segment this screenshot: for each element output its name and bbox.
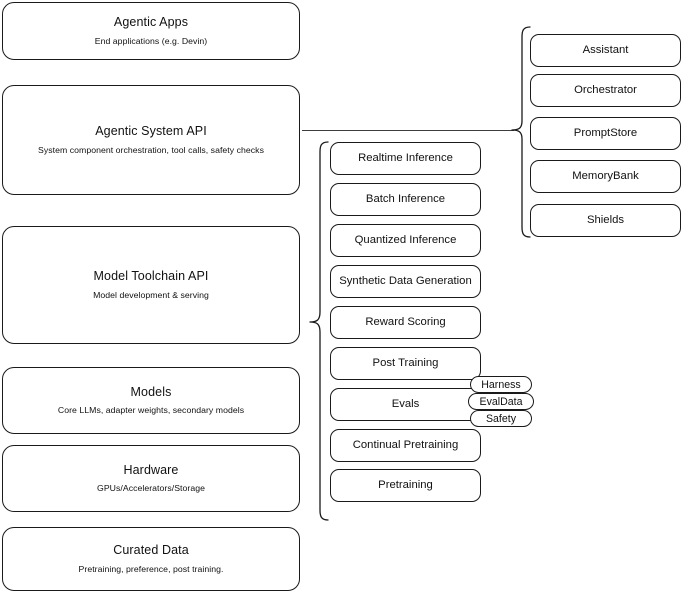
brace-agentic-system	[509, 25, 533, 239]
layer-title: Models	[130, 384, 172, 399]
chip-promptstore[interactable]: PromptStore	[530, 117, 681, 150]
layer-subtitle: Model development & serving	[93, 289, 209, 300]
chip-label: Assistant	[582, 44, 629, 57]
chip-memorybank[interactable]: MemoryBank	[530, 160, 681, 193]
chip-label: Reward Scoring	[365, 316, 446, 329]
badge-label: Safety	[485, 412, 517, 425]
brace-model-toolchain	[307, 140, 331, 522]
chip-orchestrator[interactable]: Orchestrator	[530, 74, 681, 107]
chip-quantized-inference[interactable]: Quantized Inference	[330, 224, 481, 257]
badge-label: EvalData	[479, 395, 523, 408]
chip-label: Orchestrator	[574, 84, 637, 97]
chip-assistant[interactable]: Assistant	[530, 34, 681, 67]
chip-evals[interactable]: Evals	[330, 388, 481, 421]
chip-label: Pretraining	[378, 479, 433, 492]
layer-subtitle: GPUs/Accelerators/Storage	[97, 483, 205, 494]
layer-title: Curated Data	[113, 543, 189, 558]
layer-card-model-toolchain-api[interactable]: Model Toolchain API Model development & …	[2, 226, 300, 344]
layer-card-agentic-system-api[interactable]: Agentic System API System component orch…	[2, 85, 300, 195]
badge-evaldata[interactable]: EvalData	[468, 393, 534, 410]
chip-shields[interactable]: Shields	[530, 204, 681, 237]
chip-label: Quantized Inference	[354, 234, 457, 247]
chip-label: Synthetic Data Generation	[339, 275, 472, 288]
chip-label: Continual Pretraining	[352, 439, 459, 452]
chip-continual-pretraining[interactable]: Continual Pretraining	[330, 429, 481, 462]
chip-label: Evals	[391, 398, 420, 411]
layer-subtitle: System component orchestration, tool cal…	[38, 144, 264, 155]
badge-label: Harness	[481, 378, 521, 391]
layer-card-models[interactable]: Models Core LLMs, adapter weights, secon…	[2, 367, 300, 434]
badge-harness[interactable]: Harness	[470, 376, 532, 393]
layer-subtitle: Core LLMs, adapter weights, secondary mo…	[57, 405, 245, 416]
badge-safety[interactable]: Safety	[470, 410, 532, 427]
chip-label: Post Training	[372, 357, 439, 370]
chip-label: Realtime Inference	[358, 152, 453, 165]
chip-label: Batch Inference	[365, 193, 446, 206]
layer-subtitle: Pretraining, preference, post training.	[78, 563, 224, 574]
chip-reward-scoring[interactable]: Reward Scoring	[330, 306, 481, 339]
layer-subtitle: End applications (e.g. Devin)	[94, 35, 208, 46]
connector-line-agentic-system-api	[302, 130, 514, 132]
chip-batch-inference[interactable]: Batch Inference	[330, 183, 481, 216]
layer-card-curated-data[interactable]: Curated Data Pretraining, preference, po…	[2, 527, 300, 591]
chip-synthetic-data-generation[interactable]: Synthetic Data Generation	[330, 265, 481, 298]
chip-pretraining[interactable]: Pretraining	[330, 469, 481, 502]
chip-label: MemoryBank	[572, 170, 639, 183]
layer-title: Agentic Apps	[113, 15, 189, 30]
chip-post-training[interactable]: Post Training	[330, 347, 481, 380]
chip-realtime-inference[interactable]: Realtime Inference	[330, 142, 481, 175]
layer-title: Model Toolchain API	[93, 269, 209, 284]
layer-title: Agentic System API	[95, 124, 207, 139]
chip-label: PromptStore	[573, 127, 638, 140]
layer-card-hardware[interactable]: Hardware GPUs/Accelerators/Storage	[2, 445, 300, 512]
layer-card-agentic-apps[interactable]: Agentic Apps End applications (e.g. Devi…	[2, 2, 300, 60]
chip-label: Shields	[586, 214, 625, 227]
layer-title: Hardware	[123, 462, 179, 477]
